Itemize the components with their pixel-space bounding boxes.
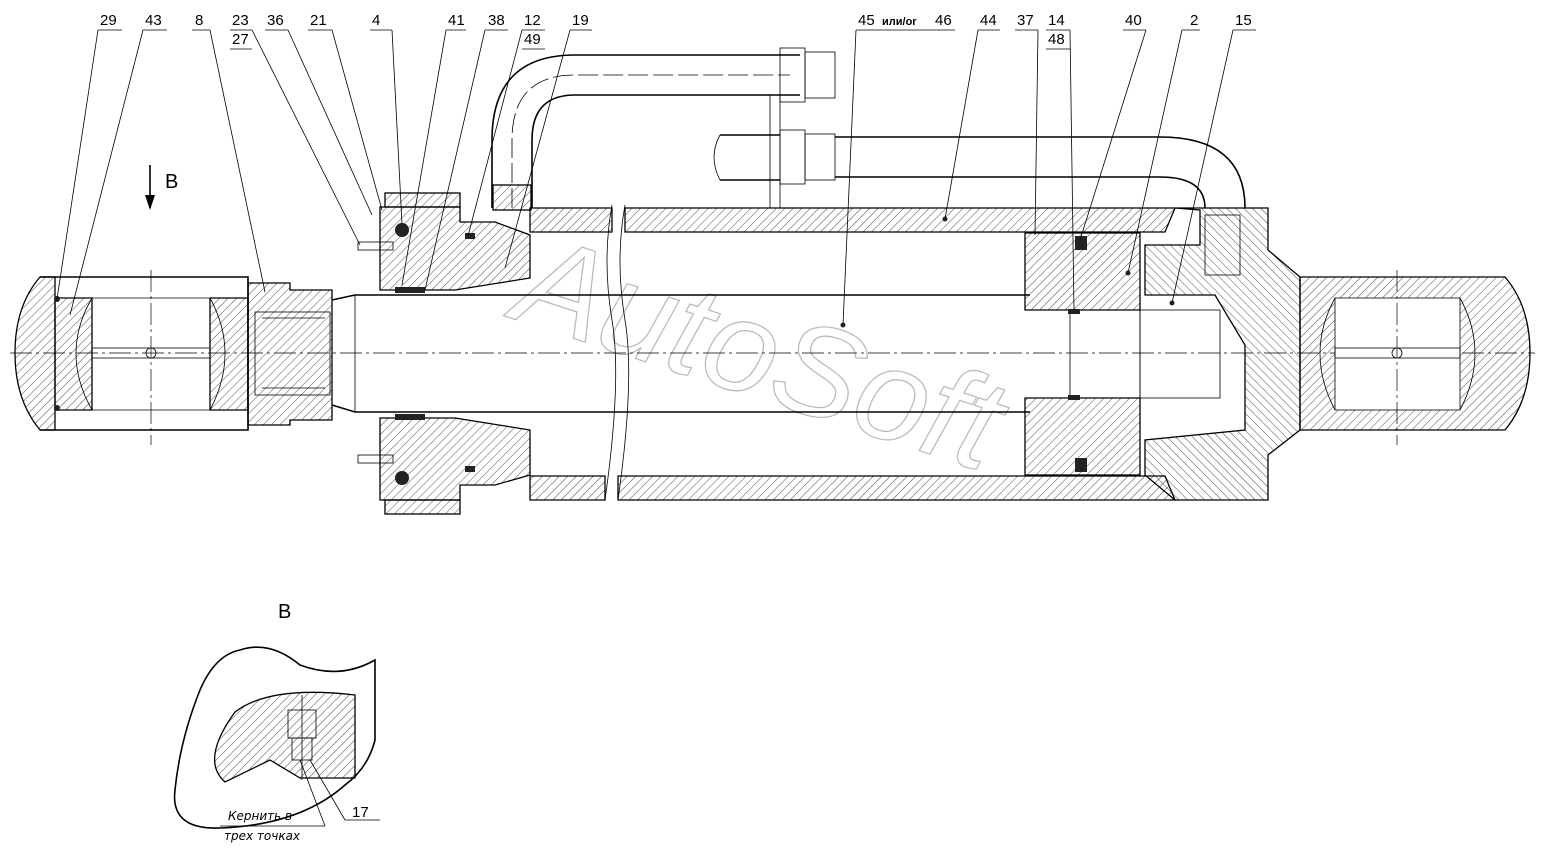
svg-text:или/or: или/or <box>882 16 917 28</box>
callout-12-49: 12 49 <box>467 12 545 237</box>
callout-15: 15 <box>1169 12 1256 306</box>
svg-text:48: 48 <box>1048 31 1065 48</box>
svg-text:21: 21 <box>310 12 327 29</box>
svg-text:15: 15 <box>1235 12 1252 29</box>
callout-14-48: 14 48 <box>1046 12 1075 311</box>
svg-text:29: 29 <box>100 12 117 29</box>
callout-40: 40 <box>1079 12 1147 241</box>
svg-text:12: 12 <box>524 12 541 29</box>
detail-view-b: B 17 Кернить в трех точках <box>173 601 380 843</box>
callout-38: 38 <box>424 12 508 291</box>
svg-text:40: 40 <box>1125 12 1142 29</box>
detail-note-line2: трех точках <box>224 829 301 843</box>
svg-text:14: 14 <box>1048 12 1065 29</box>
piston-rod <box>331 294 1030 413</box>
svg-text:23: 23 <box>232 12 249 29</box>
svg-text:41: 41 <box>448 12 465 29</box>
view-arrow-b: B <box>145 165 178 210</box>
callout-45-46: 45 или/or 46 <box>840 12 955 328</box>
svg-text:4: 4 <box>372 12 380 29</box>
gland-assembly <box>357 192 531 515</box>
callout-44: 44 <box>942 12 1000 222</box>
rear-cap <box>1139 207 1301 501</box>
piston <box>1024 232 1141 476</box>
svg-text:45: 45 <box>858 12 875 29</box>
callout-41: 41 <box>401 12 466 286</box>
svg-text:27: 27 <box>232 31 249 48</box>
svg-text:46: 46 <box>935 12 952 29</box>
hydraulic-pipes <box>491 47 1246 211</box>
callout-4: 4 <box>370 12 403 225</box>
svg-text:B: B <box>165 171 178 193</box>
detail-note-line1: Кернить в <box>228 809 292 823</box>
detail-callout-17: 17 <box>352 804 369 821</box>
svg-text:36: 36 <box>267 12 284 29</box>
detail-title: B <box>278 601 291 623</box>
callout-36: 36 <box>265 12 373 216</box>
left-eye-assembly <box>14 270 333 445</box>
svg-text:19: 19 <box>572 12 589 29</box>
callout-2: 2 <box>1125 12 1200 276</box>
right-eye-assembly <box>1299 270 1531 445</box>
watermark: AutoSoft <box>494 203 1025 500</box>
cylinder-barrel <box>529 204 1176 501</box>
callout-43: 43 <box>69 12 167 316</box>
callout-37: 37 <box>1015 12 1039 236</box>
svg-text:2: 2 <box>1190 12 1198 29</box>
callout-29: 29 <box>56 12 122 300</box>
svg-text:8: 8 <box>195 12 203 29</box>
callout-8: 8 <box>192 12 266 293</box>
callout-19: 19 <box>504 12 592 269</box>
svg-text:49: 49 <box>524 31 541 48</box>
callout-21: 21 <box>308 12 383 211</box>
svg-text:43: 43 <box>145 12 162 29</box>
callout-23-27: 23 27 <box>230 12 361 246</box>
svg-text:44: 44 <box>980 12 997 29</box>
svg-text:37: 37 <box>1017 12 1034 29</box>
svg-text:38: 38 <box>488 12 505 29</box>
